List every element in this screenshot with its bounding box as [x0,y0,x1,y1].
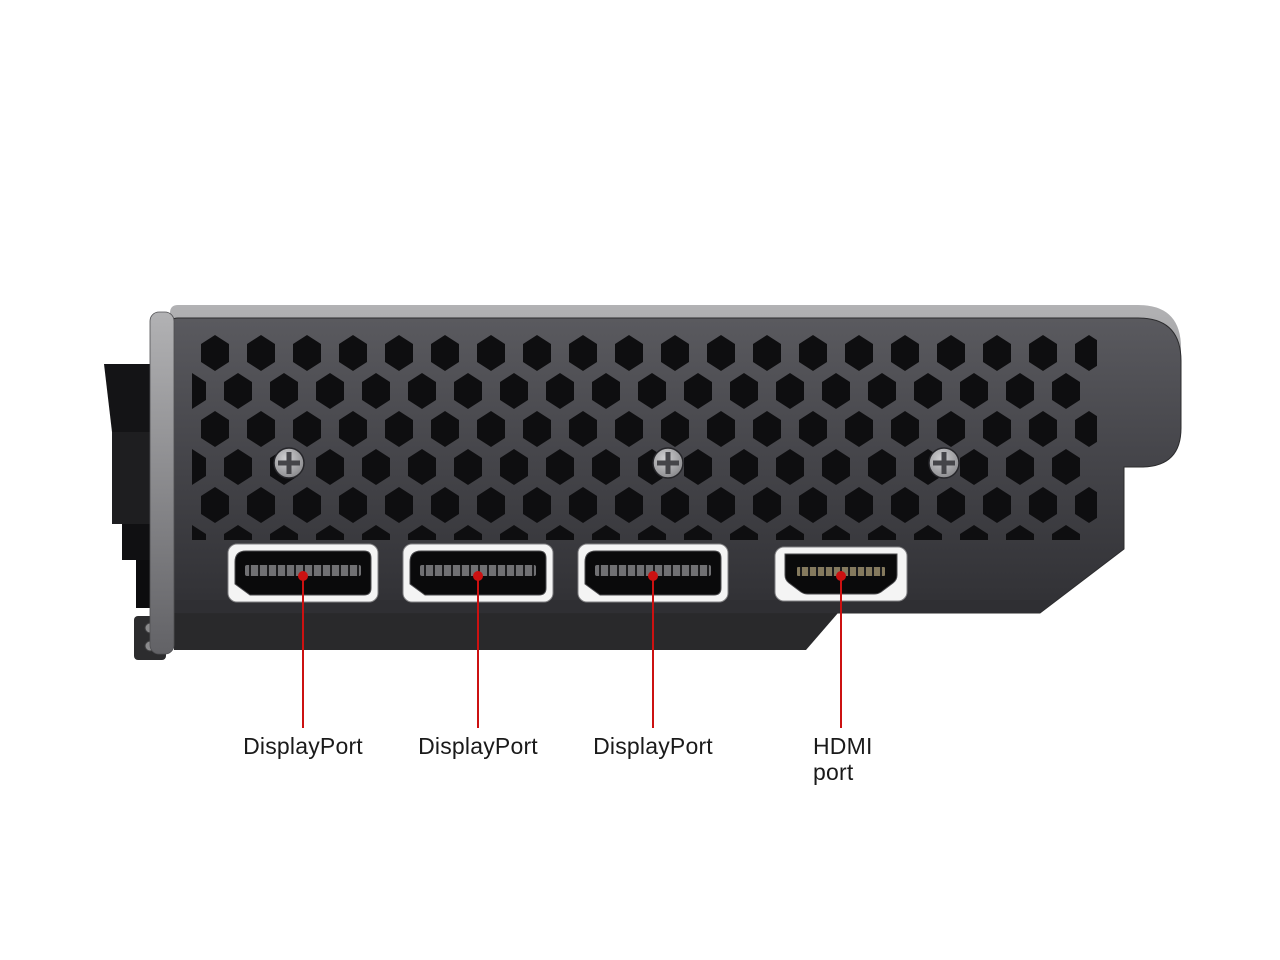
screw-2-icon [652,447,684,479]
callout-label-displayport-1: DisplayPort [243,733,363,759]
callout-line-hdmi [840,576,842,728]
callout-label-displayport-2: DisplayPort [418,733,538,759]
card-body-bottom [174,613,838,650]
callout-label-hdmi: HDMI port [813,733,873,785]
callout-line-displayport-2 [477,576,479,728]
screw-1-icon [273,447,305,479]
callout-line-displayport-3 [652,576,654,728]
vent-holes [192,334,1097,540]
bracket-left-fold [149,311,175,655]
bracket-bottom-shade [174,600,1052,613]
screw-3-icon [928,447,960,479]
callout-label-displayport-3: DisplayPort [593,733,713,759]
callout-line-displayport-1 [302,576,304,728]
